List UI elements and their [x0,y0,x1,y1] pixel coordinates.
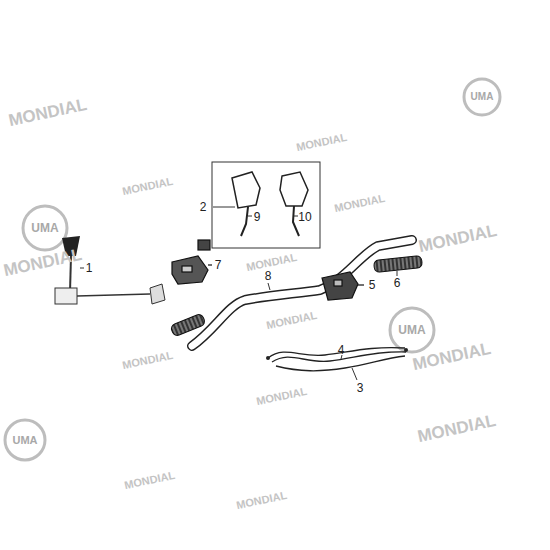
watermark: MONDIAL [122,175,174,196]
callout-number: 8 [265,270,272,282]
logo-text: UMA [470,92,495,102]
watermark: MONDIAL [266,309,318,330]
watermark: MONDIAL [296,131,348,152]
right-switch [322,272,364,300]
callout-number: 3 [357,382,364,394]
callout-number: 1 [86,262,93,274]
logo-text: UMA [30,222,59,234]
callout-number: 7 [215,259,222,271]
callout-number: 5 [369,279,376,291]
logo-text: UMA [11,435,38,446]
mirror-right [280,172,308,236]
watermark: MONDIAL [246,251,298,272]
watermark: MONDIAL [7,95,88,128]
watermark: MONDIAL [417,221,498,254]
watermark: MONDIAL [236,489,288,510]
callout-number: 9 [254,211,261,223]
left-switch [172,240,212,284]
callout-number: 6 [394,277,401,289]
logo-text: UMA [397,324,426,336]
watermark: MONDIAL [334,192,386,213]
callout-number: 2 [200,201,207,213]
callout-number: 10 [298,211,311,223]
callout-number: 4 [338,344,345,356]
mirror-left [232,172,260,236]
watermark: MONDIAL [256,385,308,406]
watermark: MONDIAL [124,469,176,490]
watermark: MONDIAL [416,411,497,444]
watermark: MONDIAL [411,339,492,372]
watermark: MONDIAL [122,349,174,370]
choke-lever [55,236,165,304]
